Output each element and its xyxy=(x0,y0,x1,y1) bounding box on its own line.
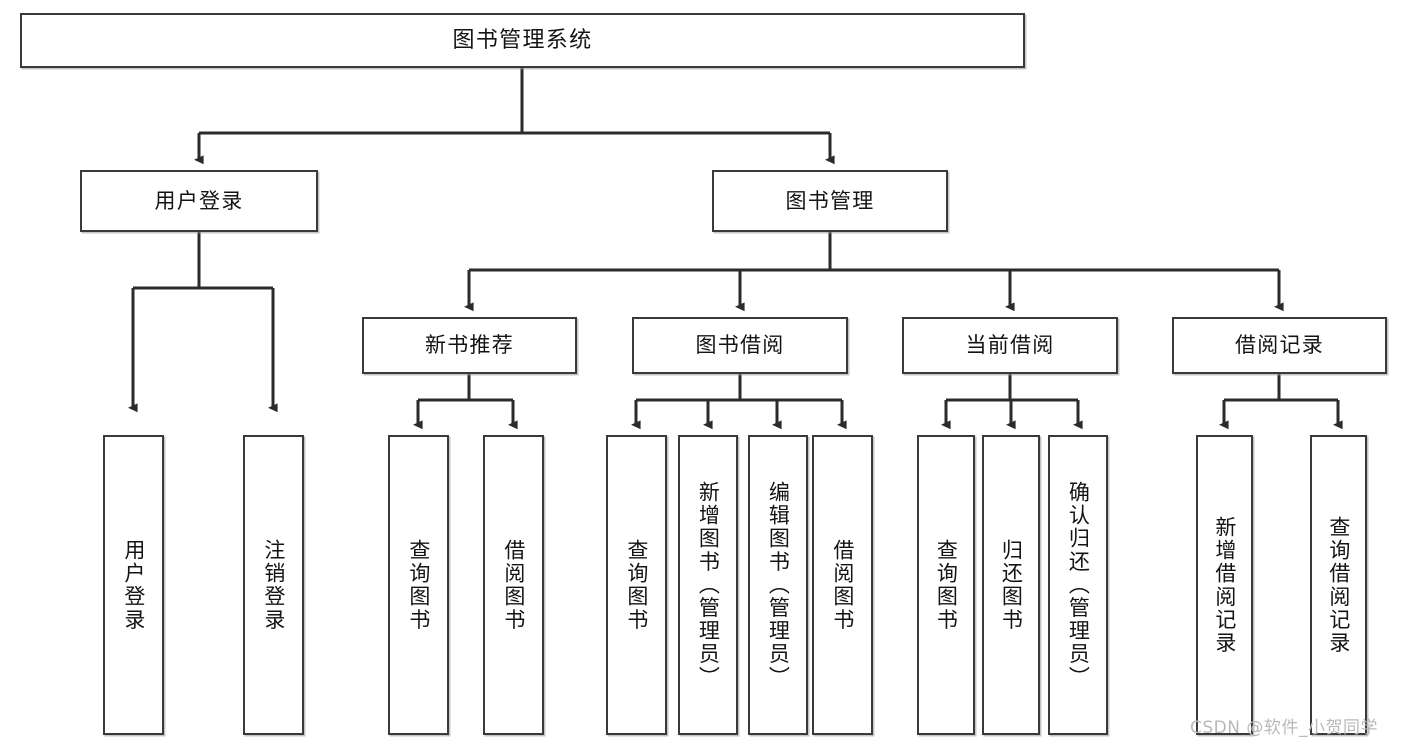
leaf-user-login[interactable]: 用户登录 xyxy=(103,435,164,735)
leaf-return-book[interactable]: 归还图书 xyxy=(982,435,1040,735)
leaf-query-borrow-record[interactable]: 查询借阅记录 xyxy=(1310,435,1367,735)
node-label: 查询图书 xyxy=(934,538,959,632)
node-label: 用户登录 xyxy=(121,538,146,632)
node-label: 新增借阅记录 xyxy=(1212,515,1237,655)
leaf-borrow-book-borrowing[interactable]: 借阅图书 xyxy=(812,435,873,735)
leaf-query-book-current[interactable]: 查询图书 xyxy=(917,435,975,735)
node-label: 归还图书 xyxy=(999,538,1024,632)
node-label: 编辑图书（管理员） xyxy=(766,481,791,689)
leaf-edit-book-admin[interactable]: 编辑图书（管理员） xyxy=(748,435,808,735)
leaf-confirm-return-admin[interactable]: 确认归还（管理员） xyxy=(1048,435,1108,735)
node-label: 查询图书 xyxy=(406,538,431,632)
node-root-book-management-system[interactable]: 图书管理系统 xyxy=(20,13,1025,68)
node-label: 借阅记录 xyxy=(1234,333,1325,358)
node-label: 图书借阅 xyxy=(695,333,785,358)
node-label: 图书管理 xyxy=(785,188,875,213)
leaf-query-book-recommendation[interactable]: 查询图书 xyxy=(388,435,449,735)
node-label: 借阅图书 xyxy=(830,538,855,632)
node-label: 借阅图书 xyxy=(501,538,526,632)
node-label: 图书管理系统 xyxy=(452,27,593,53)
leaf-add-book-admin[interactable]: 新增图书（管理员） xyxy=(678,435,738,735)
node-label: 注销登录 xyxy=(261,538,286,632)
node-user-login[interactable]: 用户登录 xyxy=(80,170,318,232)
leaf-borrow-book-recommendation[interactable]: 借阅图书 xyxy=(483,435,544,735)
node-label: 查询图书 xyxy=(624,538,649,632)
node-new-book-recommendation[interactable]: 新书推荐 xyxy=(362,317,577,374)
leaf-query-book-borrowing[interactable]: 查询图书 xyxy=(606,435,667,735)
node-borrowing-record[interactable]: 借阅记录 xyxy=(1172,317,1387,374)
leaf-user-logout[interactable]: 注销登录 xyxy=(243,435,304,735)
leaf-add-borrow-record[interactable]: 新增借阅记录 xyxy=(1196,435,1253,735)
node-book-management[interactable]: 图书管理 xyxy=(712,170,948,232)
node-label: 用户登录 xyxy=(154,188,244,213)
node-book-borrowing[interactable]: 图书借阅 xyxy=(632,317,848,374)
node-label: 确认归还（管理员） xyxy=(1066,481,1091,689)
node-label: 新书推荐 xyxy=(424,333,515,358)
node-label: 当前借阅 xyxy=(965,333,1055,358)
node-label: 查询借阅记录 xyxy=(1326,515,1351,655)
node-label: 新增图书（管理员） xyxy=(696,481,721,689)
node-current-borrowing[interactable]: 当前借阅 xyxy=(902,317,1118,374)
csdn-watermark: CSDN @软件_小贺同学 xyxy=(1190,718,1379,738)
